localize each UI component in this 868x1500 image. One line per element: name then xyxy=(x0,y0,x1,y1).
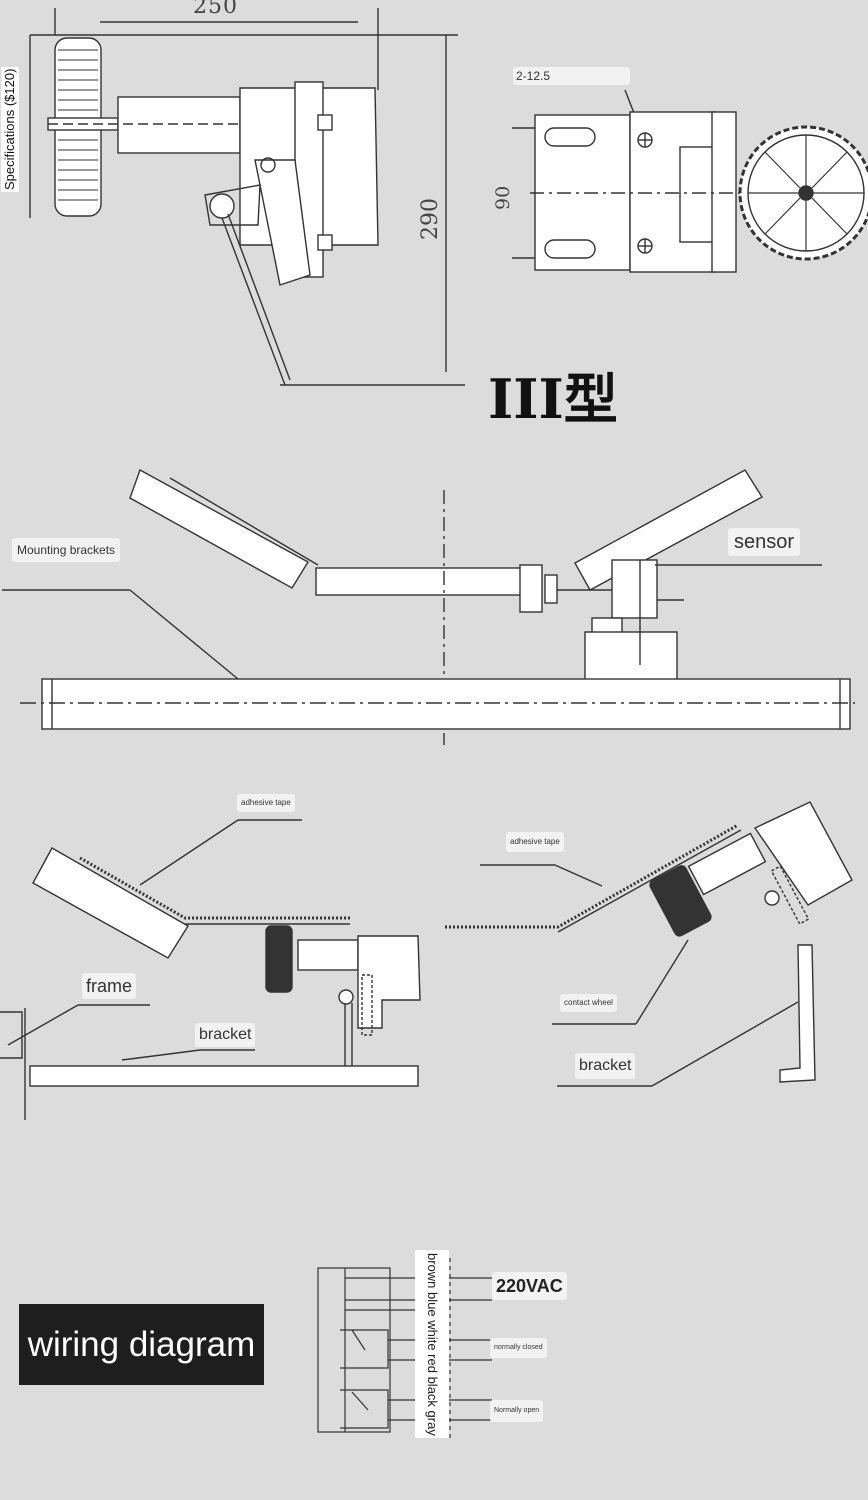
contact-wheel-label: contact wheel xyxy=(560,994,617,1012)
normally-open-label: Normally open xyxy=(490,1400,544,1422)
right-install-drawing xyxy=(445,801,853,1087)
sensor-label: sensor xyxy=(728,528,801,556)
front-view-drawing xyxy=(512,89,868,273)
side-view-drawing xyxy=(29,8,465,386)
right-bracket-label: bracket xyxy=(575,1053,636,1079)
mounting-brackets-label: Mounting brackets xyxy=(12,538,121,562)
normally-closed-label: normally closed xyxy=(490,1338,547,1358)
left-adhesive-tape-label: adhesive tape xyxy=(237,794,295,812)
voltage-label: 220VAC xyxy=(492,1272,567,1300)
dimension-width: 250 xyxy=(193,0,238,19)
left-bracket-label: bracket xyxy=(195,1023,256,1047)
dimension-front: 90 xyxy=(492,185,514,210)
frame-label: frame xyxy=(82,973,137,999)
specifications-label: Specifications ($120) xyxy=(1,66,19,192)
left-install-drawing xyxy=(0,819,421,1120)
type-label: III型 xyxy=(488,367,618,431)
hole-spec-label: 2-12.5 xyxy=(513,67,630,85)
dimension-height: 290 xyxy=(418,198,443,240)
idler-frame-drawing xyxy=(2,468,855,745)
wiring-diagram-title: wiring diagram xyxy=(19,1304,264,1385)
wiring-schematic xyxy=(317,1258,492,1440)
wire-colors-label: brown blue white red black gray xyxy=(415,1250,449,1438)
right-adhesive-tape-label: adhesive tape xyxy=(506,832,564,852)
